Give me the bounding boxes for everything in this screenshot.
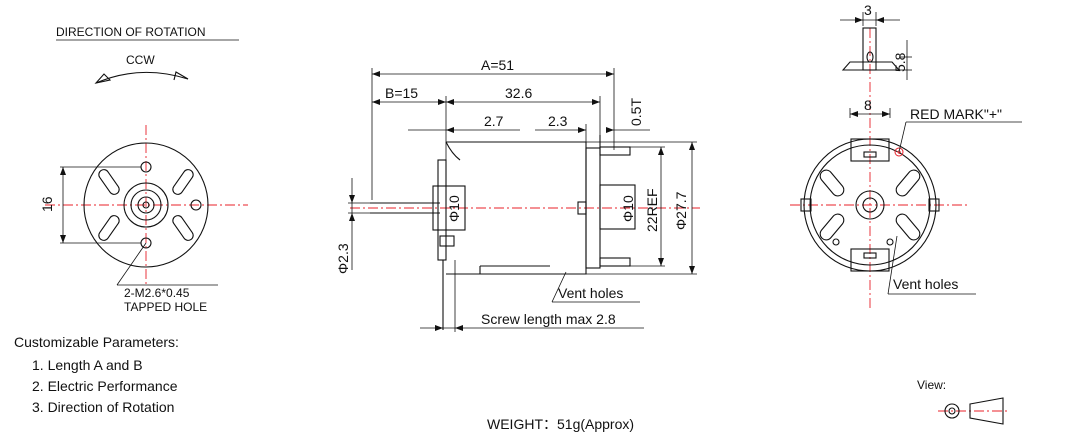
right-bottom-slot [863, 252, 877, 259]
rotation-arrow-tail [173, 71, 189, 81]
right-left-tab [800, 198, 812, 212]
dim05T-arrow [606, 127, 614, 133]
dia-shaft-left: Φ2.3 [335, 243, 351, 274]
right-rivet-left [832, 238, 840, 246]
dim16-arrows [60, 167, 66, 243]
vent-holes-side: Vent holes [558, 285, 623, 301]
red-mark-leader [898, 121, 907, 153]
dim27-arrow [446, 127, 454, 133]
red-mark-icon [894, 147, 904, 157]
tapped-hole-note-1: 2-M2.6*0.45 [124, 286, 190, 300]
front-flange [437, 159, 447, 261]
dim-3: 3 [864, 2, 872, 18]
right-rivet-right [886, 238, 894, 246]
right-right-tab [928, 198, 940, 212]
dim-58: 5.8 [892, 52, 908, 72]
terminal-base [841, 61, 901, 71]
rear-bearing [577, 201, 587, 215]
dim3-arrows [855, 17, 884, 23]
front-view-left: 16 2-M2.6*0.45 TAPPED HOLE [39, 125, 248, 314]
dim-A: A=51 [481, 57, 514, 73]
view-circle-outer-icon [944, 403, 960, 419]
front-left-slot-br [172, 215, 194, 241]
dim-B: B=15 [385, 85, 418, 101]
dim8-arrows [850, 111, 890, 117]
red-mark-label: RED MARK"+" [910, 106, 1002, 122]
terminal-top [599, 146, 631, 156]
right-vent-bl [819, 213, 845, 241]
view-label: View: [917, 378, 946, 392]
right-vent-tl [819, 169, 845, 197]
dim-8: 8 [864, 97, 872, 113]
right-shaft [862, 197, 878, 213]
front-left-slot-tr [172, 169, 194, 195]
custom-item-1: 1. Length A and B [32, 357, 143, 373]
dimB-arrows [372, 99, 446, 105]
dia23-arrows [349, 195, 355, 221]
right-boss [855, 190, 885, 220]
view-symbol: View: [917, 378, 1008, 425]
rear-boss [599, 184, 636, 230]
dim-body: 32.6 [505, 85, 532, 101]
dim23-arrow [578, 127, 586, 133]
rotation-direction: CCW [126, 53, 155, 67]
front-left-slot-bl [98, 215, 120, 241]
front-left-boss-outer [123, 182, 169, 228]
front-left-slot-tl [98, 169, 120, 195]
front-left-shaft [142, 201, 150, 209]
dim-23: 2.3 [548, 113, 568, 129]
vent-leader-right [887, 235, 898, 295]
right-rim [809, 144, 931, 266]
tapped-hole-leader [116, 242, 147, 286]
custom-params: Customizable Parameters: 1. Length A and… [14, 334, 179, 415]
dia-277: Φ27.7 [673, 191, 689, 230]
vent-leader-side [551, 271, 567, 303]
view-cone-icon [969, 397, 1004, 425]
custom-title: Customizable Parameters: [14, 334, 179, 350]
right-top-slot [863, 151, 877, 158]
front-left-boss-mid [130, 189, 162, 221]
front-left-dim-16: 16 [39, 196, 55, 212]
view-circle-inner-icon [948, 407, 956, 415]
front-left-small-hole [190, 199, 202, 211]
rotation-arc [95, 71, 189, 84]
right-view: 3 5.8 8 [790, 2, 1022, 310]
body-top-curve [445, 141, 461, 161]
right-bottom-terminal [850, 248, 890, 272]
dia-10-right: Φ10 [620, 195, 636, 222]
right-top-terminal [850, 138, 890, 162]
screw-length-arrows [435, 325, 463, 331]
dia-10-left: Φ10 [446, 195, 462, 222]
rotation-arrow-icon [94, 73, 112, 84]
front-screw [439, 235, 455, 247]
vent-holes-right: Vent holes [893, 276, 958, 292]
rotation-block: DIRECTION OF ROTATION CCW [56, 25, 239, 84]
terminal-bottom [599, 257, 631, 267]
dim-05T: 0.5T [628, 98, 644, 126]
terminal-tab [862, 27, 877, 71]
dim-22ref: 22REF [644, 188, 660, 232]
dim-27: 2.7 [484, 113, 504, 129]
side-view: A=51 B=15 32.6 2.7 2.3 0.5T Φ2.3 Φ10 Φ10 [335, 57, 700, 332]
front-left-outer-circle [83, 142, 209, 268]
custom-item-3: 3. Direction of Rotation [32, 399, 174, 415]
tapped-hole-note-2: TAPPED HOLE [124, 300, 207, 314]
right-vent-tr [895, 169, 921, 197]
right-vent-br [895, 213, 921, 241]
weight-label: WEIGHT：51g(Approx) [487, 416, 634, 432]
custom-item-2: 2. Electric Performance [32, 378, 178, 394]
screw-length: Screw length max 2.8 [481, 311, 616, 327]
rotation-title: DIRECTION OF ROTATION [56, 25, 206, 39]
front-left-boss-inner [137, 196, 155, 214]
front-boss [432, 185, 466, 231]
